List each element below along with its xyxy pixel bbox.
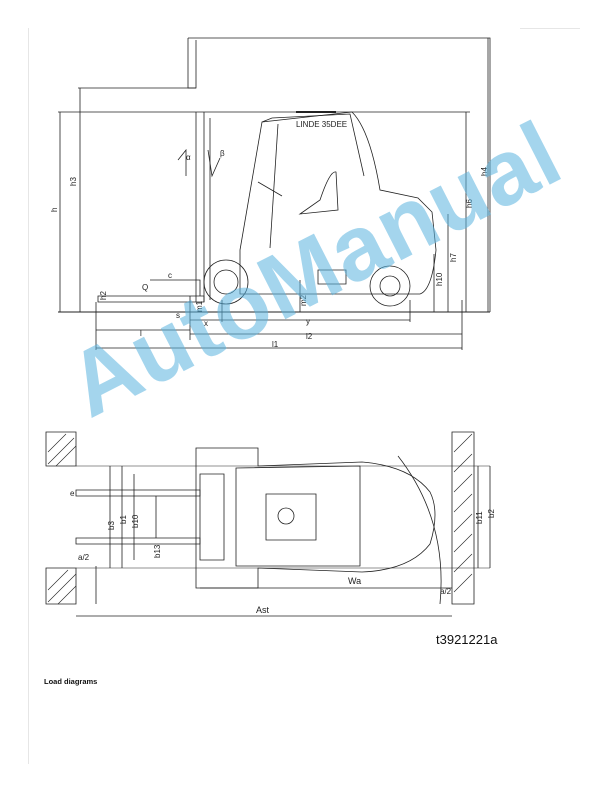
mast-top-bracket bbox=[187, 38, 197, 89]
label-h: h bbox=[50, 208, 59, 212]
turning-radius-arc bbox=[397, 455, 442, 605]
label-b2: b2 bbox=[487, 509, 496, 518]
label-h2: h2 bbox=[99, 291, 108, 300]
label-alpha: α bbox=[186, 153, 191, 162]
overhead-guard bbox=[261, 113, 365, 177]
label-l2: l2 bbox=[306, 332, 313, 341]
label-ast: Ast bbox=[256, 605, 270, 615]
tilt-angle-marks bbox=[177, 148, 221, 178]
mast-extended-outline bbox=[188, 37, 491, 312]
label-b13: b13 bbox=[153, 544, 162, 558]
label-l: l bbox=[140, 329, 142, 338]
label-h6: h6 bbox=[465, 199, 474, 208]
label-m1: m1 bbox=[195, 300, 204, 312]
cab-plate-text: LINDE 35DEE bbox=[296, 120, 347, 129]
cab-pillar bbox=[269, 123, 279, 249]
label-m2: m2 bbox=[299, 294, 308, 306]
h7-and-h10-dimensions bbox=[433, 214, 449, 312]
truck-top-outline bbox=[195, 447, 436, 589]
label-a-half-right: a/2 bbox=[440, 587, 452, 596]
label-beta: β bbox=[220, 149, 225, 158]
label-b10: b10 bbox=[131, 514, 140, 528]
width-dimensions-left bbox=[109, 466, 157, 568]
front-hub bbox=[213, 269, 239, 295]
label-h10: h10 bbox=[435, 272, 444, 286]
side-view bbox=[58, 37, 491, 350]
label-q: Q bbox=[142, 283, 148, 292]
label-e: e bbox=[70, 489, 75, 498]
load-backrest bbox=[150, 279, 201, 296]
right-wall bbox=[451, 431, 475, 605]
top-right-rule bbox=[520, 28, 580, 29]
figure-id: t3921221a bbox=[436, 632, 498, 647]
wall-hatching bbox=[47, 433, 473, 605]
mast-rails bbox=[195, 112, 211, 302]
section-title: Load diagrams bbox=[44, 677, 98, 686]
h-and-h3-dimensions bbox=[59, 88, 81, 312]
steering-column bbox=[257, 181, 283, 197]
label-s: s bbox=[176, 311, 180, 320]
label-b11: b11 bbox=[475, 511, 484, 524]
overhead-guard-top bbox=[235, 465, 361, 567]
forks-top bbox=[75, 489, 201, 545]
top-view bbox=[45, 431, 491, 617]
h4-and-h6-dimensions bbox=[465, 38, 489, 312]
top-view-labels: b3 b1 b10 b13 b11 b2 a/2 a/2 Wa Ast e bbox=[70, 489, 496, 615]
left-wall-lower bbox=[45, 567, 77, 605]
label-b1: b1 bbox=[119, 515, 128, 524]
width-dimensions-right bbox=[477, 466, 491, 568]
fork bbox=[97, 295, 205, 303]
truck-body bbox=[239, 111, 437, 295]
label-h7: h7 bbox=[449, 253, 458, 262]
dimension-extensions bbox=[95, 296, 463, 350]
driver-seat-top bbox=[265, 493, 317, 541]
width-reference-lines bbox=[76, 465, 490, 569]
label-x: x bbox=[204, 319, 208, 328]
left-margin-rule bbox=[28, 28, 29, 764]
steering-wheel-top bbox=[277, 507, 295, 525]
label-a-half-left: a/2 bbox=[78, 553, 90, 562]
label-h3: h3 bbox=[69, 177, 78, 186]
label-wa: Wa bbox=[348, 576, 361, 586]
rear-wheel bbox=[369, 265, 411, 307]
label-c: c bbox=[168, 271, 172, 280]
label-h4: h4 bbox=[480, 167, 489, 176]
side-panel-vent bbox=[317, 269, 347, 285]
side-view-labels: h4 h3 h h6 h7 h10 h2 m1 m2 s α β c Q l x… bbox=[50, 120, 489, 349]
label-l1: l1 bbox=[272, 340, 279, 349]
label-b3: b3 bbox=[107, 521, 116, 530]
driver-seat bbox=[298, 171, 339, 215]
front-wheel bbox=[203, 259, 249, 305]
rear-hub bbox=[379, 275, 401, 297]
carriage bbox=[199, 473, 225, 561]
label-y: y bbox=[306, 317, 310, 326]
length-dimensions bbox=[96, 319, 462, 349]
